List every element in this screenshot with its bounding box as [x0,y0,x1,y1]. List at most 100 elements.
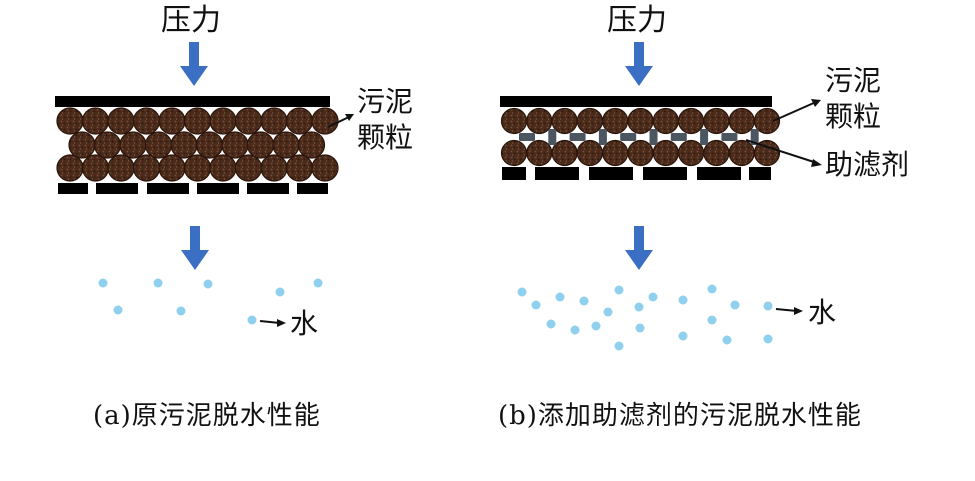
sludge-particle [158,107,186,135]
sludge-particle [221,131,249,159]
sludge-label-b-line2: 颗粒 [825,100,882,133]
sludge-particle [526,107,553,135]
sludge-particle [93,131,122,159]
pressure-arrow-b [625,42,653,86]
filter-aid-block [598,129,607,145]
water-drop [648,292,658,302]
sludge-particle [132,154,161,182]
sludge-particle [195,131,224,159]
sludge-particle [297,131,326,159]
water-drop [634,302,644,312]
water-drop [176,306,186,316]
sludge-label-a-line2: 颗粒 [357,121,414,154]
water-drop [603,307,613,317]
filter-blocks-b [502,167,771,180]
sludge-particle [272,131,300,159]
sludge-particle [753,107,781,135]
sludge-particle [183,154,212,182]
sludge-label-a-line1: 污泥 [357,85,414,118]
water-drop [707,315,717,325]
water-drop [247,315,257,325]
filter-aid-block [649,129,658,145]
pressure-label-a: 压力 [161,3,221,38]
water-drop [614,285,624,295]
filter-aid-block [519,133,535,141]
filter-aid-block [548,129,557,145]
water-drop [546,319,556,329]
filter-aid-block [670,133,687,141]
water-drop [678,331,688,341]
water-drops-b [517,284,773,351]
sludge-particle [170,131,198,159]
sludge-particle [68,131,96,159]
sludge-particle [576,107,604,135]
sludge-particle [56,154,84,182]
top-plate-a [55,96,330,107]
sludge-particle [144,131,173,159]
sludge-particle [81,107,110,135]
water-drop [763,301,773,311]
water-drop [591,321,601,331]
water-drop [531,300,541,310]
sludge-particle [260,107,288,135]
filter-blocks-a [58,183,328,194]
sludge-label-b-line1: 污泥 [825,64,882,97]
sludge-particle [209,154,237,182]
pointer-water-b [775,307,803,315]
sludge-particles-a [56,107,339,182]
sludge-particle [158,154,186,182]
sludge-particle [234,154,263,182]
water-drop [635,323,645,333]
sludge-particle [107,154,135,182]
sludge-particle [119,131,147,159]
pointer-water-a [259,319,286,327]
sludge-particle [246,131,275,159]
top-plate-b [500,96,772,107]
pointer-sludge-b [772,99,821,122]
water-drop [730,300,740,310]
water-drop [555,292,565,302]
sludge-particle [285,107,314,135]
sludge-particle [311,107,339,135]
filter-aid-block [721,133,738,141]
water-drops-a [98,278,323,325]
water-drop [722,335,732,345]
sludge-particle [677,139,705,167]
water-drop [153,278,163,288]
sludge-particle [627,107,654,135]
water-drop [275,287,285,297]
panel-a [55,42,354,327]
water-drop [678,295,688,305]
water-drop [203,279,213,289]
water-drop [614,341,624,351]
sludge-particle [107,107,135,135]
water-drop [517,287,527,297]
water-drop [570,325,580,335]
pressure-label-b: 压力 [607,3,667,38]
caption-b: (b)添加助滤剂的污泥脱水性能 [498,401,862,431]
sludge-particle [576,139,604,167]
pointer-filter-aid-b [745,139,822,167]
sludge-particle [209,107,237,135]
filter-aid-blocks-b [519,129,759,145]
sludge-particle [526,139,553,167]
water-drop [579,296,589,306]
water-drop [707,284,717,294]
water-drop [98,278,108,288]
sludge-particle [285,154,314,182]
sludge-particle [728,107,755,135]
sludge-particles-b [500,107,781,167]
down-arrow-a [181,226,209,270]
panel-b [500,42,822,351]
filter-aid-label-b: 助滤剂 [825,148,910,181]
sludge-particle [132,107,161,135]
sludge-particle [81,154,110,182]
down-arrow-b [625,226,653,270]
water-label-a: 水 [290,307,319,340]
sludge-particle [260,154,288,182]
water-drop [313,278,323,288]
pressure-arrow-a [180,42,208,86]
caption-a: (a)原污泥脱水性能 [93,401,321,431]
pointer-sludge-a [327,114,354,128]
